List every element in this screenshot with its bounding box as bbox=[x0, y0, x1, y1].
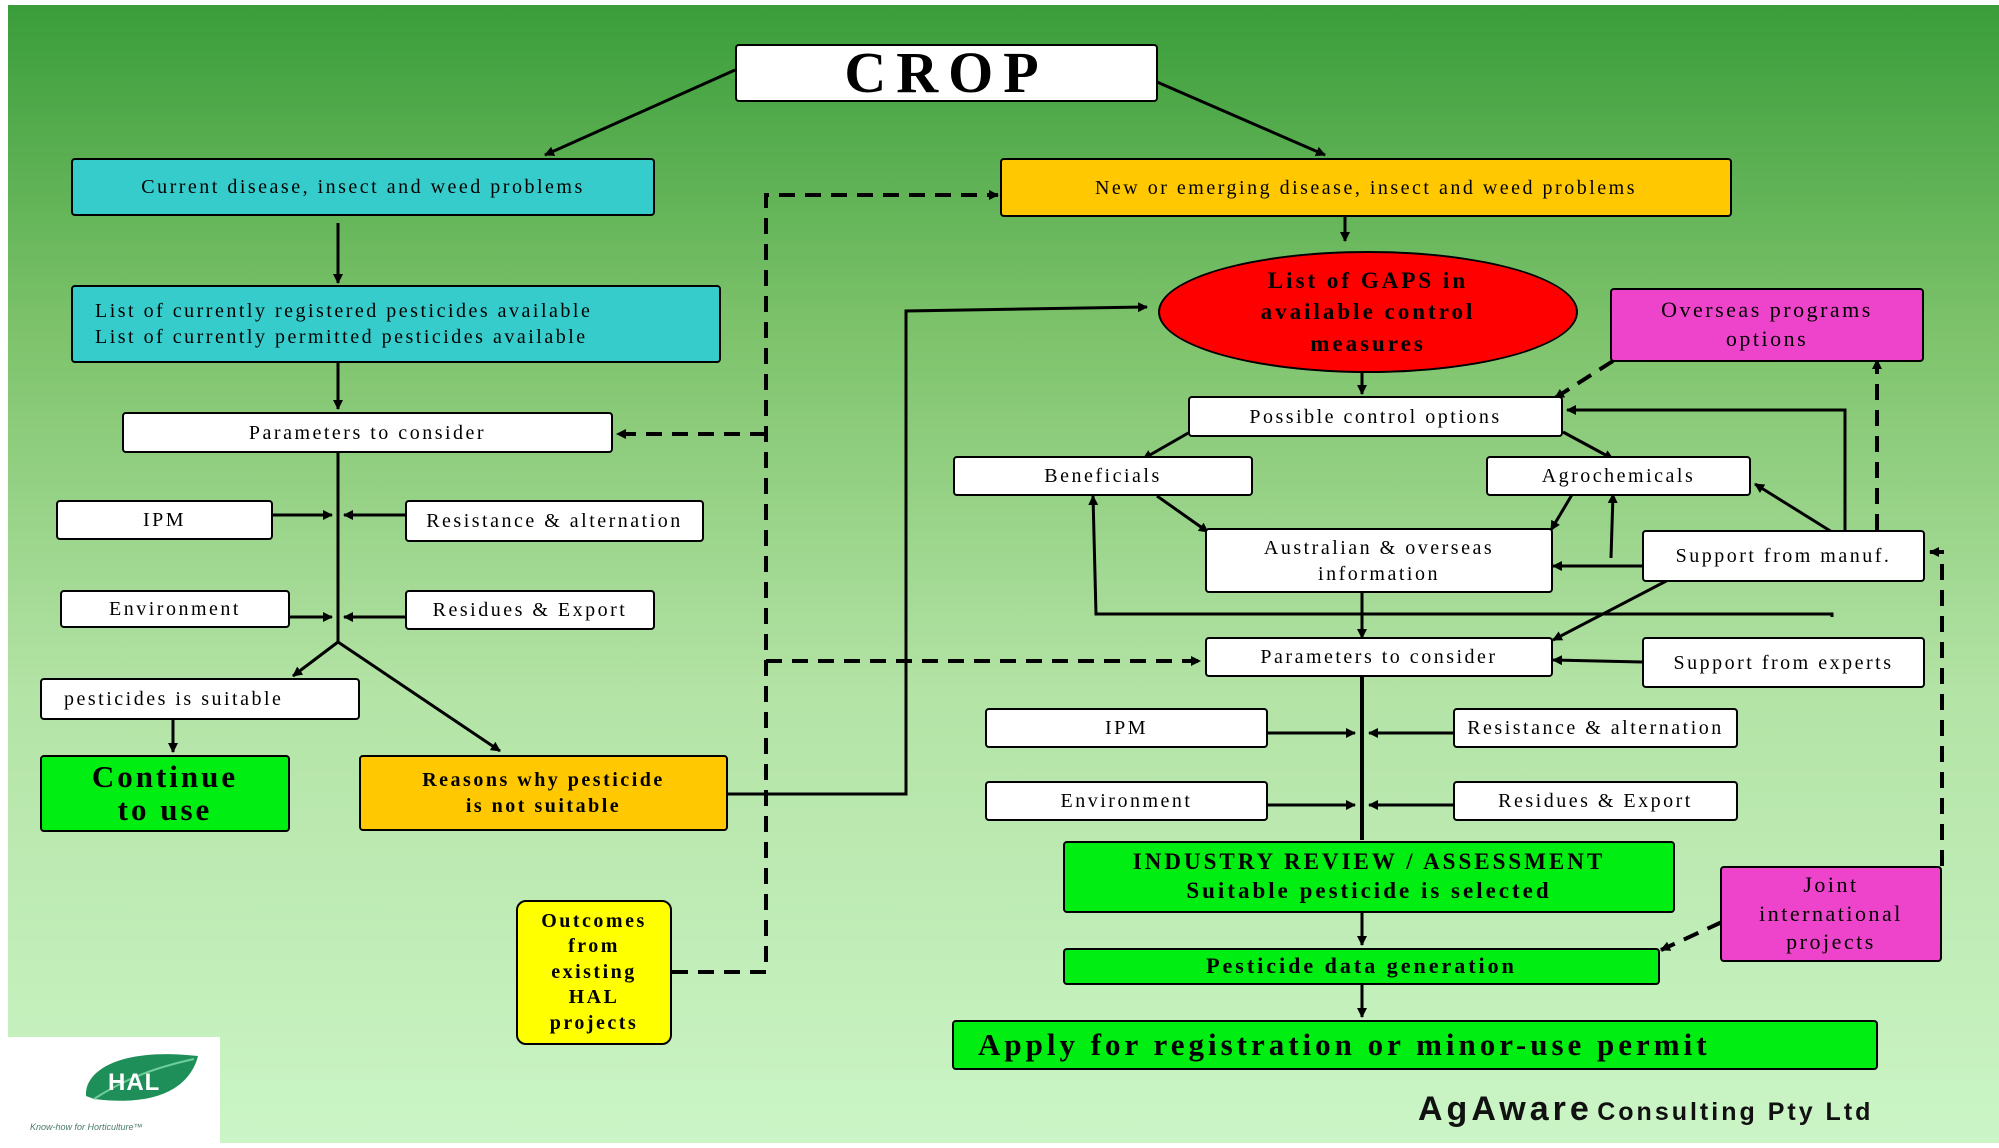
footer-company: Consulting Pty Ltd bbox=[1597, 1098, 1874, 1126]
right-residues-box: Residues & Export bbox=[1453, 781, 1738, 821]
current-problems-box: Current disease, insect and weed problem… bbox=[71, 158, 655, 216]
crop-title: CROP bbox=[735, 40, 1158, 105]
hal-logo: HAL Know-how for Horticulture™ bbox=[8, 1037, 220, 1143]
footer-credit: AgAware Consulting Pty Ltd bbox=[1418, 1090, 1873, 1129]
hal-tagline: Know-how for Horticulture™ bbox=[30, 1122, 143, 1132]
outcomes-hal-projects-box: Outcomes from existing HAL projects bbox=[516, 900, 672, 1045]
left-ipm-box: IPM bbox=[56, 500, 273, 540]
continue-to-use-box: Continue to use bbox=[40, 755, 290, 832]
right-ipm-box: IPM bbox=[985, 708, 1268, 748]
pesticide-data-generation-box: Pesticide data generation bbox=[1063, 948, 1660, 985]
beneficials-box: Beneficials bbox=[953, 456, 1253, 496]
left-environment-box: Environment bbox=[60, 590, 290, 628]
right-parameters-box: Parameters to consider bbox=[1205, 637, 1553, 677]
overseas-programs-box: Overseas programs options bbox=[1610, 288, 1924, 362]
left-resistance-box: Resistance & alternation bbox=[405, 500, 704, 542]
industry-review-box: INDUSTRY REVIEW / ASSESSMENT Suitable pe… bbox=[1063, 841, 1675, 913]
pesticide-suitable-box: pesticides is suitable bbox=[40, 678, 360, 720]
pesticide-lists-box: List of currently registered pesticides … bbox=[71, 285, 721, 363]
right-resistance-box: Resistance & alternation bbox=[1453, 708, 1738, 748]
australian-overseas-info-box: Australian & overseas information bbox=[1205, 528, 1553, 593]
hal-logo-text: HAL bbox=[108, 1069, 161, 1096]
support-manufacturer-box: Support from manuf. bbox=[1642, 530, 1925, 582]
support-experts-box: Support from experts bbox=[1642, 637, 1925, 688]
reasons-not-suitable-box: Reasons why pesticide is not suitable bbox=[359, 755, 728, 831]
joint-international-projects-box: Joint international projects bbox=[1720, 866, 1942, 962]
left-residues-box: Residues & Export bbox=[405, 590, 655, 630]
apply-registration-box: Apply for registration or minor-use perm… bbox=[952, 1020, 1878, 1070]
agrochemicals-box: Agrochemicals bbox=[1486, 456, 1751, 496]
new-problems-box: New or emerging disease, insect and weed… bbox=[1000, 158, 1732, 217]
possible-control-options-box: Possible control options bbox=[1188, 396, 1563, 437]
gaps-ellipse: List of GAPS in available control measur… bbox=[1158, 251, 1578, 373]
footer-brand: AgAware bbox=[1418, 1090, 1593, 1128]
hal-leaf-icon bbox=[85, 1054, 198, 1101]
right-environment-box: Environment bbox=[985, 781, 1268, 821]
left-parameters-box: Parameters to consider bbox=[122, 412, 613, 453]
